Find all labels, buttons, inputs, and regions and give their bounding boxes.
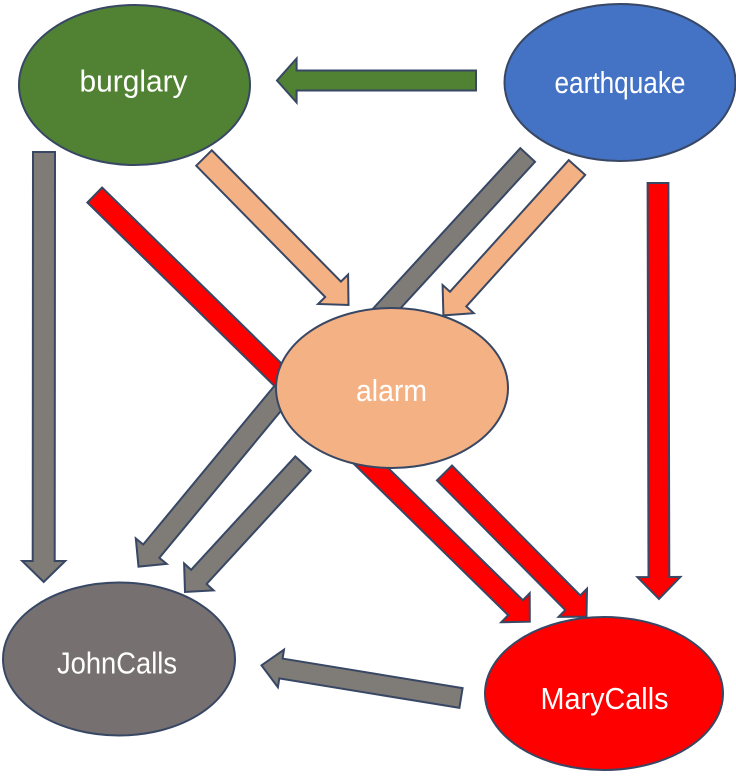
svg-text:earthquake: earthquake	[555, 65, 686, 100]
svg-text:alarm: alarm	[356, 373, 427, 408]
svg-text:JohnCalls: JohnCalls	[57, 646, 177, 681]
svg-text:burglary: burglary	[80, 64, 188, 99]
svg-text:MaryCalls: MaryCalls	[541, 681, 669, 716]
